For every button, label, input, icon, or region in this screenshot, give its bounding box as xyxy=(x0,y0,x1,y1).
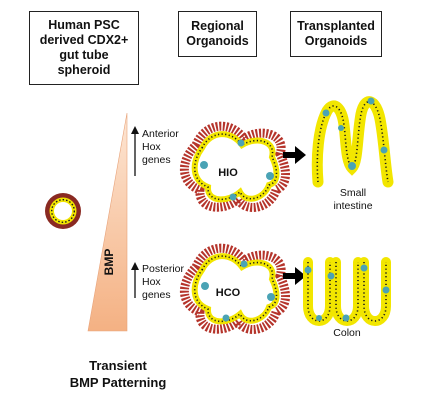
posterior-arrow xyxy=(131,262,139,298)
footer-line2: BMP Patterning xyxy=(69,375,167,390)
anterior-block-arrow xyxy=(283,146,306,164)
posterior-line3: genes xyxy=(142,289,171,301)
anterior-line1: Anterior xyxy=(142,128,179,140)
small-intestine-icon xyxy=(311,96,394,188)
anterior-line3: genes xyxy=(142,154,171,166)
footer-line1: Transient xyxy=(89,358,147,373)
bmp-gradient-triangle xyxy=(87,112,128,332)
anterior-line2: Hox xyxy=(142,141,161,153)
transplanted-header-text: Transplanted Organoids xyxy=(297,19,375,48)
anterior-arrow xyxy=(131,126,139,176)
bmp-label: BMP xyxy=(102,249,116,276)
posterior-line2: Hox xyxy=(142,276,161,288)
colon-icon xyxy=(303,257,391,326)
transient-bmp-caption: Transient BMP Patterning xyxy=(62,357,174,391)
hio-organoid xyxy=(179,121,290,212)
spheroid-header-box: Human PSC derived CDX2+ gut tube spheroi… xyxy=(29,11,139,85)
spheroid-header-text: Human PSC derived CDX2+ gut tube spheroi… xyxy=(39,18,129,77)
posterior-block-arrow xyxy=(283,267,306,285)
hco-label: HCO xyxy=(216,287,241,299)
small-intestine-label: Small intestine xyxy=(333,187,373,212)
anterior-hox-label: Anterior Hox genes xyxy=(142,128,179,167)
regional-header-box: Regional Organoids xyxy=(178,11,257,57)
hco-organoid xyxy=(179,243,290,334)
colon-label: Colon xyxy=(333,327,361,339)
posterior-line1: Posterior xyxy=(142,263,185,275)
spheroid-icon xyxy=(45,193,81,229)
hio-label: HIO xyxy=(218,167,238,179)
posterior-hox-label: Posterior Hox genes xyxy=(142,263,184,302)
regional-header-text: Regional Organoids xyxy=(186,19,249,48)
transplanted-header-box: Transplanted Organoids xyxy=(290,11,382,57)
